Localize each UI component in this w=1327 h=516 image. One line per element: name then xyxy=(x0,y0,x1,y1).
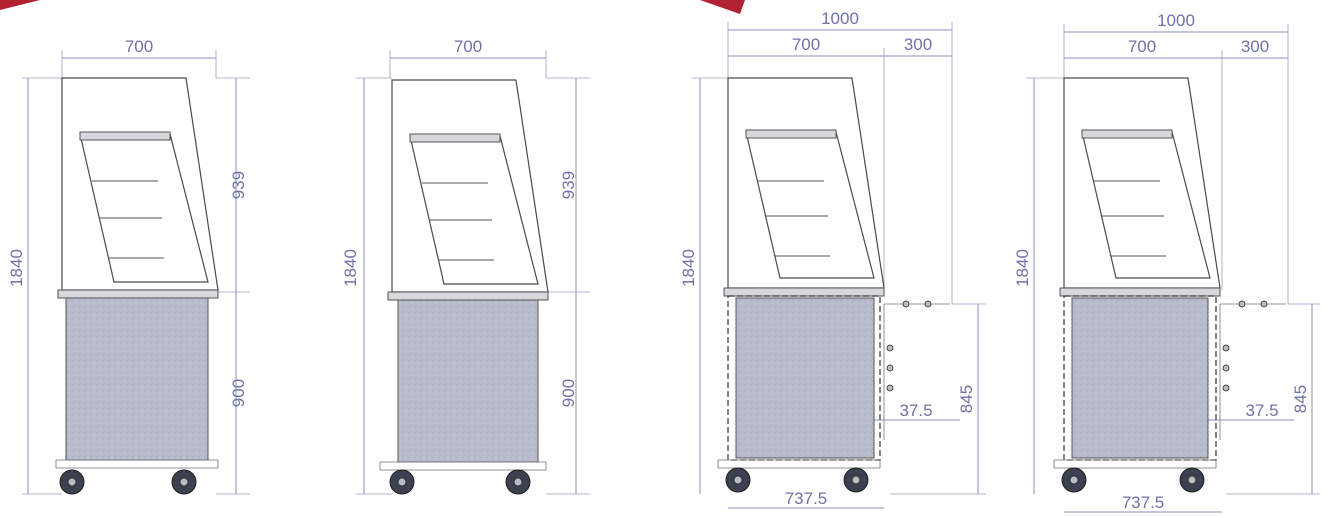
offset-label: 37.5 xyxy=(899,401,932,420)
total-height-label: 1840 xyxy=(341,249,360,287)
width-label: 700 xyxy=(1128,37,1156,56)
corner-accent-mid xyxy=(700,0,745,14)
width-label: 700 xyxy=(792,35,820,54)
total-height-label: 1840 xyxy=(1013,249,1032,287)
shelf-height-label: 845 xyxy=(957,385,976,413)
base-width-label: 737.5 xyxy=(785,489,828,508)
shelf-width-label: 300 xyxy=(904,35,932,54)
width-label: 700 xyxy=(125,37,153,56)
cabinet-view-1: 700 1840 939 900 xyxy=(7,37,250,495)
overall-width-label: 1000 xyxy=(821,9,859,28)
upper-height-label: 939 xyxy=(229,171,248,199)
upper-height-label: 939 xyxy=(559,171,578,199)
total-height-label: 1840 xyxy=(679,249,698,287)
lower-height-label: 900 xyxy=(229,379,248,407)
base-width-label: 737.5 xyxy=(1122,493,1165,512)
width-label: 700 xyxy=(454,37,482,56)
shelf-height-label: 845 xyxy=(1291,385,1310,413)
overall-width-label: 1000 xyxy=(1157,11,1195,30)
cabinet-view-3: 1000 700 300 1840 845 37.5 737.5 xyxy=(679,9,986,509)
cabinet-view-4: 1000 700 300 1840 845 37.5 737.5 xyxy=(1013,11,1320,513)
total-height-label: 1840 xyxy=(7,249,26,287)
offset-label: 37.5 xyxy=(1245,401,1278,420)
lower-height-label: 900 xyxy=(559,379,578,407)
corner-accent-left xyxy=(0,0,40,10)
shelf-width-label: 300 xyxy=(1241,37,1269,56)
cabinet-view-2: 700 1840 939 900 xyxy=(341,37,590,495)
